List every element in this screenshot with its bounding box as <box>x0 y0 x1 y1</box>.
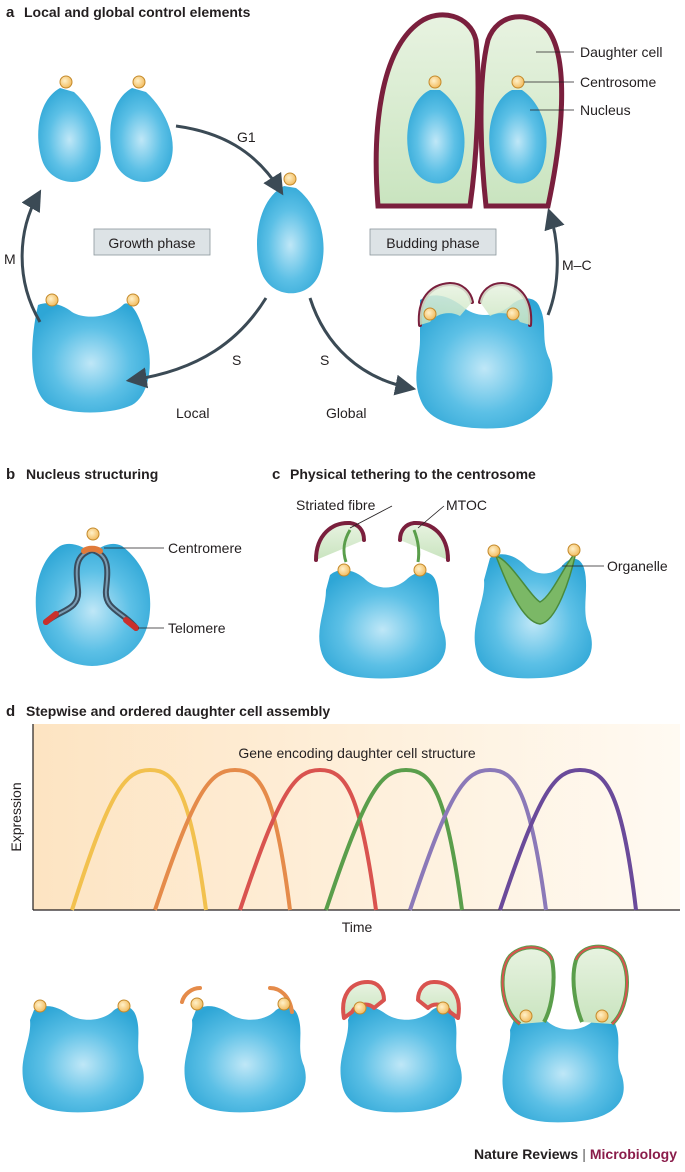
arrow-s-local <box>125 297 268 389</box>
panel-d-title: Stepwise and ordered daughter cell assem… <box>26 703 330 719</box>
arrow-s-global <box>308 297 417 396</box>
publisher-name: Nature Reviews <box>473 1146 579 1162</box>
telomere-mark-right <box>123 617 139 631</box>
budding-phase-box <box>369 228 497 256</box>
expression-curve-1 <box>70 767 208 911</box>
s-label-left: S <box>232 352 241 368</box>
global-cell <box>416 281 553 429</box>
panel-b-letter: b <box>6 466 15 483</box>
telomere-mark-left <box>43 611 59 625</box>
growth-phase-box <box>93 228 211 256</box>
telomere-label: Telomere <box>168 620 226 636</box>
growth-phase-label: Growth phase <box>108 235 195 251</box>
g1-cell-left <box>38 75 101 182</box>
curve-title: Gene encoding daughter cell structure <box>238 745 476 761</box>
panel-d-letter: d <box>6 703 15 720</box>
local-cell <box>32 293 150 413</box>
y-axis-label: Expression <box>8 782 24 851</box>
expression-curve-2 <box>153 767 292 911</box>
tether-cell-left <box>314 520 450 679</box>
g1-cell-right <box>110 75 173 182</box>
global-label: Global <box>326 405 366 421</box>
daughter-cell-label: Daughter cell <box>580 44 663 60</box>
panel-b-title: Nucleus structuring <box>26 466 158 482</box>
assembly-stage-1 <box>22 999 144 1113</box>
x-axis-label: Time <box>342 919 373 935</box>
arrow-g1 <box>175 124 284 196</box>
panel-a: a Local and global control elements <box>4 4 663 429</box>
nucleus-label: Nucleus <box>580 102 631 118</box>
panel-b: b Nucleus structuring Centromere Telomer… <box>6 466 242 666</box>
striated-fibre-label: Striated fibre <box>296 497 376 513</box>
expression-curve-6 <box>498 767 638 911</box>
panel-a-title: Local and global control elements <box>24 4 251 20</box>
g1-label: G1 <box>237 129 256 145</box>
assembly-stage-2 <box>180 986 306 1113</box>
panel-a-letter: a <box>6 4 15 21</box>
mc-label: M–C <box>562 257 592 273</box>
journal-name: Microbiology <box>589 1146 677 1162</box>
m-label: M <box>4 251 16 267</box>
centrosome-label: Centrosome <box>580 74 656 90</box>
centromere-mark <box>81 545 103 554</box>
centromere-label: Centromere <box>168 540 242 556</box>
budding-phase-label: Budding phase <box>386 235 480 251</box>
arrow-m <box>20 189 42 323</box>
local-label: Local <box>176 405 209 421</box>
arrow-mc <box>544 208 565 316</box>
tether-cell-right <box>474 543 592 679</box>
assembly-stage-4 <box>500 944 629 1123</box>
expression-curve-3 <box>238 767 378 911</box>
mtoc-label: MTOC <box>446 497 487 513</box>
expression-plot-area <box>33 724 680 910</box>
expression-curve-4 <box>324 767 464 911</box>
panel-c-letter: c <box>272 466 280 483</box>
daughter-cells <box>373 12 565 209</box>
central-cell <box>257 172 324 294</box>
credit-separator: | <box>582 1146 586 1162</box>
s-label-right: S <box>320 352 329 368</box>
nucleus-cell <box>35 543 151 666</box>
panel-c: c Physical tethering to the centrosome S… <box>272 466 668 679</box>
panel-d: d Stepwise and ordered daughter cell ass… <box>6 703 680 1123</box>
journal-credit: Nature Reviews|Microbiology <box>474 1146 677 1162</box>
organelle-label: Organelle <box>607 558 668 574</box>
expression-curves <box>70 767 638 911</box>
panel-c-title: Physical tethering to the centrosome <box>290 466 536 482</box>
assembly-stage-3 <box>340 980 462 1113</box>
